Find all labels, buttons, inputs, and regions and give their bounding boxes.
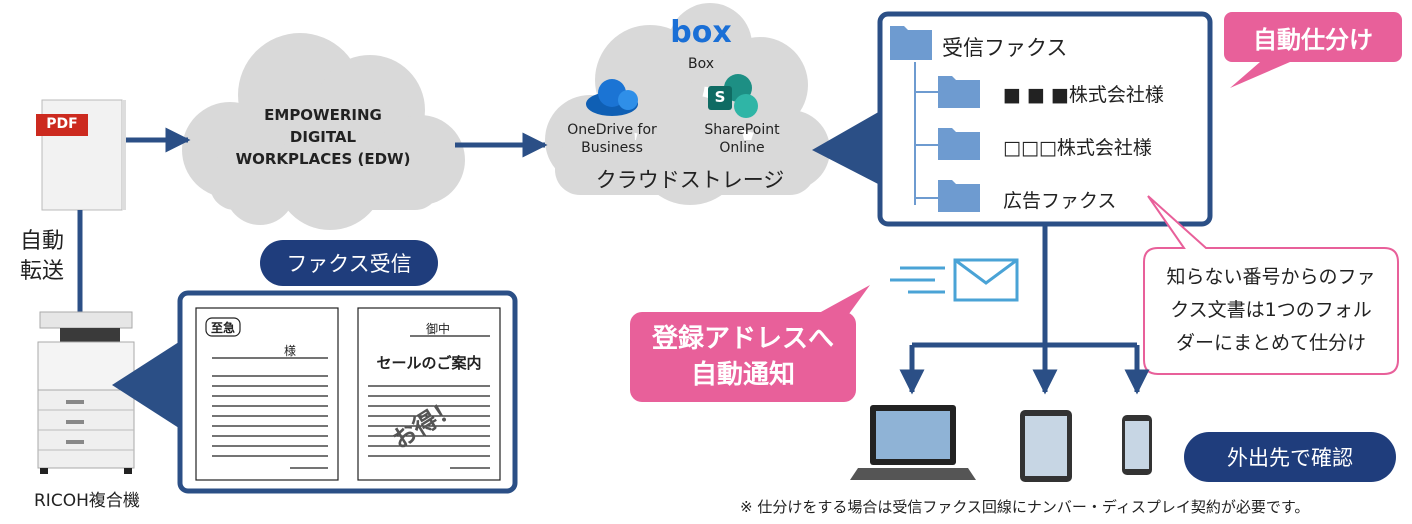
distribution-arrows (899, 226, 1150, 395)
notify-line2: 自動通知 (690, 360, 795, 390)
folder-panel (877, 11, 1213, 227)
sharepoint-badge: S (714, 88, 726, 106)
onedrive-line1: OneDrive for (567, 122, 657, 138)
folder-root-label: 受信ファクス (942, 36, 1068, 60)
phone-icon (1122, 415, 1152, 475)
sharepoint-line2: Online (719, 140, 765, 156)
edw-line1: EMPOWERING (264, 106, 382, 124)
auto-transfer-line2: 転送 (20, 259, 65, 284)
fax-doc1-sama: 様 (284, 344, 297, 358)
mfp-label: RICOH複合機 (34, 491, 140, 511)
laptop-icon (850, 405, 976, 480)
unknown-note-line2: クス文書は1つのフォル (1170, 299, 1372, 321)
unknown-note-line3: ダーにまとめて仕分け (1175, 332, 1366, 354)
folder-icon-2 (938, 128, 980, 160)
auto-sort-tail (1230, 62, 1290, 88)
folder-tree-lines (914, 62, 938, 205)
check-outside-badge: 外出先で確認 (1184, 432, 1396, 482)
pdf-badge: PDF (46, 116, 78, 132)
folder-item-3: 広告ファクス (1003, 190, 1117, 212)
box-logo: box (670, 15, 732, 50)
storage-caption: クラウドストレージ (595, 168, 785, 192)
sharepoint-icon (708, 74, 758, 118)
mfp-device (37, 311, 135, 474)
fax-doc2-title: セールのご案内 (376, 354, 482, 372)
edw-line2: DIGITAL (289, 128, 357, 146)
unknown-note-bubble (1143, 195, 1399, 375)
onedrive-icon (586, 79, 638, 116)
box-label: Box (687, 56, 715, 72)
fax-callout-pointer (112, 340, 182, 430)
notify-badge: 登録アドレスへ 自動通知 (630, 312, 856, 402)
pdf-document (36, 99, 126, 211)
footnote: ※ 仕分けをする場合は受信ファクス回線にナンバー・ディスプレイ契約が必要です。 (740, 498, 1310, 516)
onedrive-line2: Business (581, 140, 643, 156)
sharepoint-line1: SharePoint (704, 122, 780, 138)
auto-sort-badge: 自動仕分け (1224, 12, 1402, 62)
folder-item-2: □□□株式会社様 (1003, 137, 1152, 159)
notify-line1: 登録アドレスへ (651, 324, 834, 354)
fax-receive-badge: ファクス受信 (260, 240, 438, 286)
folder-icon-root (890, 26, 932, 60)
folder-icon-3 (938, 180, 980, 212)
edw-cloud (182, 33, 465, 230)
fax-doc-1 (195, 307, 339, 481)
storage-callout-pointer (812, 110, 882, 186)
tablet-icon (1020, 410, 1072, 482)
unknown-note-line1: 知らない番号からのファ (1166, 266, 1376, 288)
fax-doc-2 (357, 307, 501, 481)
notify-tail (810, 285, 870, 318)
folder-item-1: ■ ■ ■株式会社様 (1003, 84, 1164, 106)
fax-doc1-urgent: 至急 (210, 321, 235, 335)
storage-cloud (545, 3, 830, 205)
edw-line3: WORKPLACES (EDW) (235, 150, 411, 168)
auto-transfer-line1: 自動 (20, 229, 65, 254)
folder-icon-1 (938, 76, 980, 108)
fax-doc2-onchu: 御中 (426, 322, 451, 336)
mail-icon (890, 258, 1019, 302)
